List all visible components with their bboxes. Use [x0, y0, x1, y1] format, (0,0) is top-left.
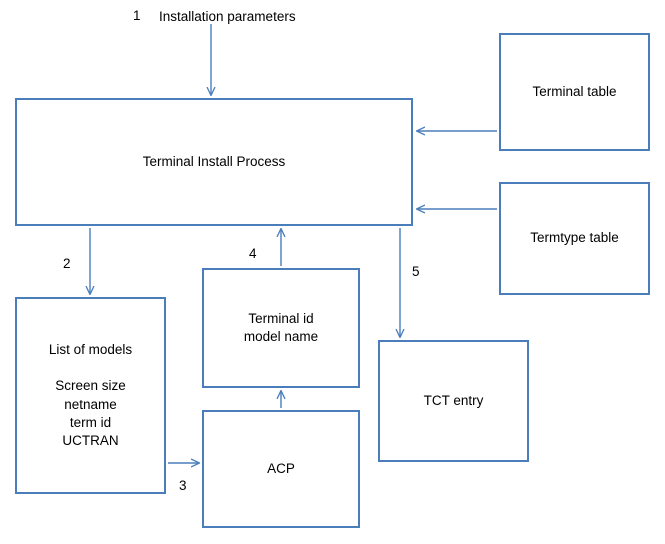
label-installation-parameters: Installation parameters — [159, 9, 296, 24]
node-terminal-id-model-name[interactable]: Terminal id model name — [202, 268, 360, 388]
node-tct-entry[interactable]: TCT entry — [378, 340, 529, 462]
node-terminal-install-process-label: Terminal Install Process — [142, 153, 286, 169]
node-terminal-table[interactable]: Terminal table — [499, 33, 650, 151]
node-terminal-id-model-name-label: Terminal id model name — [243, 310, 319, 344]
edge-number-2: 2 — [63, 256, 71, 271]
edge-number-1: 1 — [133, 8, 141, 23]
node-terminal-table-label: Terminal table — [532, 83, 617, 99]
node-termtype-table[interactable]: Termtype table — [499, 182, 650, 295]
node-acp[interactable]: ACP — [202, 410, 360, 528]
edge-number-3: 3 — [179, 478, 187, 493]
node-acp-label: ACP — [267, 460, 295, 476]
node-tct-entry-label: TCT entry — [423, 392, 484, 408]
edge-number-4: 4 — [249, 246, 257, 261]
edge-number-5: 5 — [412, 264, 420, 279]
node-list-of-models[interactable]: List of models Screen size netname term … — [15, 297, 166, 494]
node-list-of-models-label: List of models Screen size netname term … — [48, 341, 133, 448]
node-termtype-table-label: Termtype table — [530, 230, 619, 246]
node-terminal-install-process[interactable]: Terminal Install Process — [15, 98, 413, 226]
